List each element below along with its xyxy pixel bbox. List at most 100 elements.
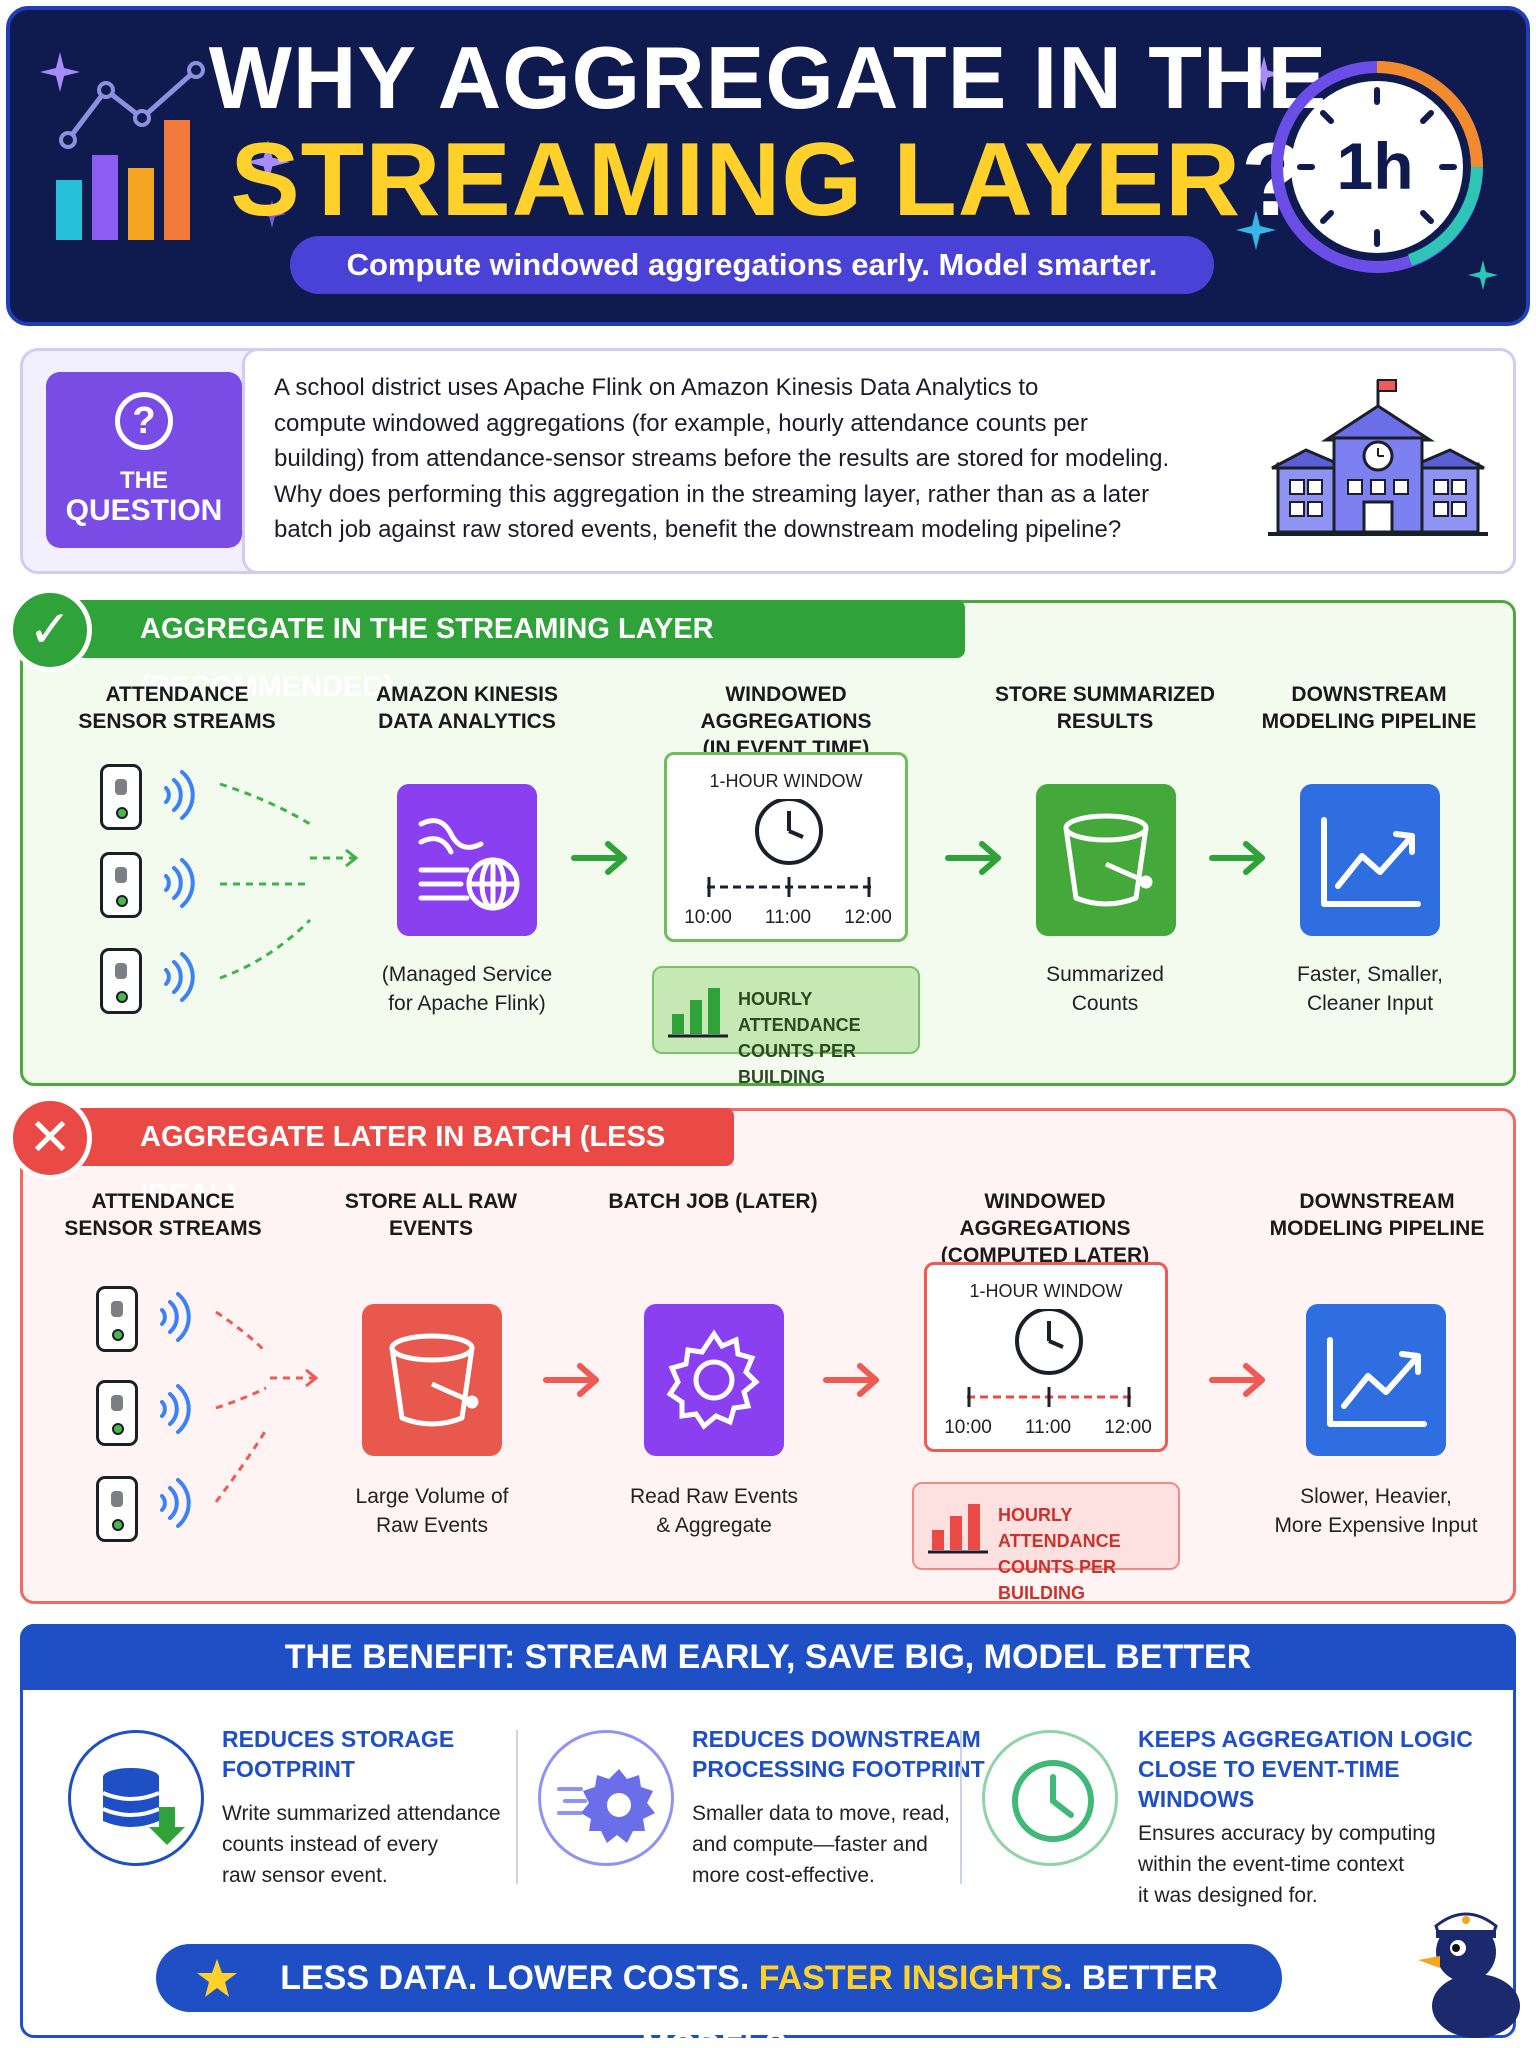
window-title: 1-HOUR WINDOW: [969, 1281, 1123, 1301]
benefit-body-line: within the event-time context: [1138, 1853, 1405, 1876]
window-card: 1-HOUR WINDOW 10:00 11:00 12:00: [664, 752, 908, 942]
sparkle-icon: [1468, 260, 1498, 290]
stage-caption: Slower, Heavier,More Expensive Input: [1226, 1482, 1526, 1540]
stage-heading: STORE ALL RAW EVENTS: [286, 1188, 576, 1242]
stage-caption-line: More Expensive Input: [1274, 1514, 1478, 1537]
sensor-icon: [100, 948, 142, 1014]
stage-heading-line: DOWNSTREAM: [1299, 1190, 1455, 1213]
line-chart-icon: [1300, 784, 1440, 936]
footer-text-highlight: FASTER INSIGHTS: [758, 1959, 1063, 1997]
benefit-body-line: it was designed for.: [1138, 1884, 1318, 1907]
title-line-1: WHY AGGREGATE IN THE: [208, 28, 1328, 127]
arrow-right-icon: [1209, 1363, 1265, 1397]
stage-heading-line: STORE ALL RAW: [344, 1190, 518, 1213]
stage-heading-line: WINDOWED AGGREGATIONS: [700, 683, 872, 733]
stage-heading-line: DOWNSTREAM: [1291, 683, 1447, 706]
benefit-body-line: Write summarized attendance: [222, 1802, 501, 1825]
window-time: 12:00: [1104, 1417, 1152, 1438]
arrow-right-icon: [543, 1363, 599, 1397]
question-line: Why does performing this aggregation in …: [274, 480, 1150, 508]
stage-heading-line: BATCH JOB (LATER): [608, 1190, 818, 1213]
arrow-right-icon: [823, 1363, 879, 1397]
stage-caption: Faster, Smaller,Cleaner Input: [1240, 960, 1500, 1018]
stage-heading-line: WINDOWED AGGREGATIONS: [959, 1190, 1131, 1240]
benefit-body-line: Smaller data to move, read,: [692, 1802, 950, 1825]
window-time: 10:00: [684, 907, 732, 928]
stage-heading-line: AMAZON KINESIS: [375, 683, 558, 706]
benefit-heading: KEEPS AGGREGATION LOGIC CLOSE TO EVENT-TI…: [1138, 1724, 1473, 1814]
stage-caption-line: Cleaner Input: [1306, 992, 1434, 1015]
sparkle-icon: [1246, 56, 1282, 92]
check-icon: ✓: [8, 588, 92, 672]
stage-caption-line: Raw Events: [375, 1514, 489, 1537]
stage-heading-line: SENSOR STREAMS: [64, 1217, 262, 1240]
stage-caption: Large Volume of Raw Events: [302, 1482, 562, 1540]
kinesis-icon: [397, 784, 537, 936]
benefit-body: Ensures accuracy by computing within the …: [1138, 1818, 1436, 1911]
bar-chart-icon: [668, 988, 728, 1038]
benefit-body-line: more cost-effective.: [692, 1864, 875, 1887]
question-line: compute windowed aggregations (for examp…: [274, 409, 1088, 437]
benefit-heading-line: FOOTPRINT: [222, 1756, 355, 1782]
duck-mascot-icon: [1418, 1912, 1520, 2038]
stage-heading-line: EVENTS: [388, 1217, 474, 1240]
stage-heading-line: MODELING PIPELINE: [1269, 1217, 1485, 1240]
stage-caption: (Managed Service for Apache Flink): [337, 960, 597, 1018]
stage-heading-line: RESULTS: [1056, 710, 1154, 733]
window-title: 1-HOUR WINDOW: [709, 771, 863, 791]
question-badge-label-1: THE: [120, 467, 168, 494]
benefit-heading-line: KEEPS AGGREGATION LOGIC: [1138, 1726, 1473, 1752]
stage-heading: DOWNSTREAM MODELING PIPELINE: [1232, 1188, 1522, 1242]
cross-icon: ✕: [8, 1096, 92, 1180]
stage-heading-line: ATTENDANCE: [105, 683, 249, 706]
subtitle: Compute windowed aggregations early. Mod…: [290, 236, 1214, 294]
stage-heading-line: (COMPUTED LATER): [940, 1244, 1150, 1267]
stage-caption-line: Counts: [1071, 992, 1139, 1015]
line-chart-icon: [1306, 1304, 1446, 1456]
question-badge: ? THE QUESTION: [46, 372, 242, 548]
counts-line: COUNTS PER BUILDING: [738, 1041, 857, 1087]
stage-caption-line: (Managed Service: [381, 963, 553, 986]
benefit-heading-line: CLOSE TO EVENT-TIME: [1138, 1756, 1400, 1782]
benefit-body-line: Ensures accuracy by computing: [1138, 1822, 1436, 1845]
stage-heading: BATCH JOB (LATER): [568, 1188, 858, 1215]
stage-heading: DOWNSTREAM MODELING PIPELINE: [1224, 681, 1514, 735]
benefit-title: THE BENEFIT: STREAM EARLY, SAVE BIG, MOD…: [20, 1624, 1516, 1690]
sparkle-icon: [1236, 210, 1276, 250]
stage-heading-line: DATA ANALYTICS: [378, 710, 556, 733]
title-line-2-text: STREAMING LAYER: [230, 122, 1242, 238]
star-icon: [197, 1959, 237, 1997]
stage-heading-line: ATTENDANCE: [91, 1190, 235, 1213]
clock-icon: [967, 1309, 1131, 1407]
window-time: 11:00: [764, 907, 812, 928]
sensor-icon: [96, 1476, 138, 1542]
database-download-icon: [68, 1730, 204, 1866]
stage-heading: AMAZON KINESIS DATA ANALYTICS: [322, 681, 612, 735]
sensor-icon: [100, 764, 142, 830]
question-badge-label-2: QUESTION: [65, 494, 223, 527]
clock-label: 1h: [1336, 129, 1414, 203]
arrow-right-icon: [571, 841, 627, 875]
clock-icon: [707, 799, 871, 897]
stage-caption-line: Large Volume of: [355, 1485, 509, 1508]
sensor-icon: [96, 1286, 138, 1352]
arrow-right-icon: [1209, 841, 1265, 875]
window-time: 10:00: [944, 1417, 992, 1438]
bar-chart-icon: [928, 1504, 988, 1554]
question-line: building) from attendance-sensor streams…: [274, 445, 1170, 472]
footer-text-a: LESS DATA. LOWER COSTS.: [280, 1959, 759, 1997]
stage-caption-line: for Apache Flink): [388, 992, 546, 1015]
stage-heading-line: MODELING PIPELINE: [1261, 710, 1477, 733]
sensor-icon: [96, 1380, 138, 1446]
streaming-title: AGGREGATE IN THE STREAMING LAYER (RECOMM…: [20, 600, 965, 703]
batch-title: AGGREGATE LATER IN BATCH (LESS IDEAL): [20, 1108, 734, 1211]
